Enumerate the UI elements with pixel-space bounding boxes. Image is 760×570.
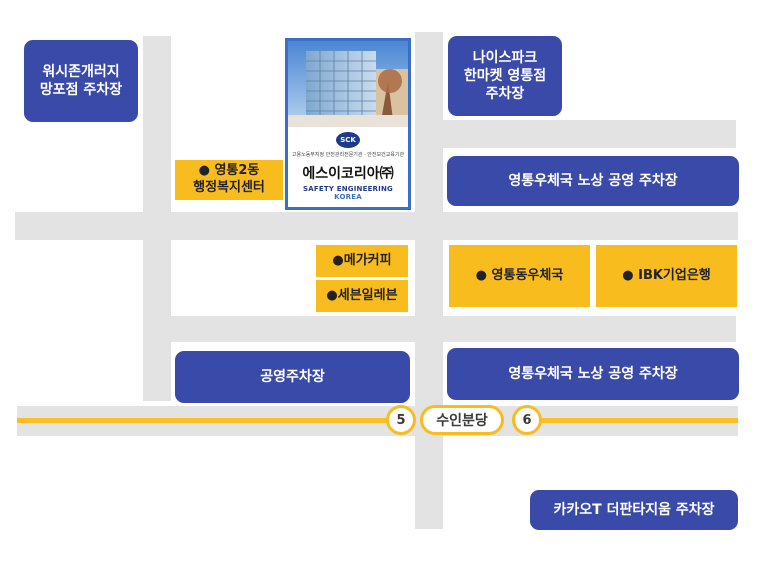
road-vertical-right — [415, 32, 443, 529]
company-name-english: SAFETY ENGINEERING KOREA — [288, 185, 408, 201]
company-name-korean: 에스이코리아㈜ — [302, 166, 394, 182]
building-photo — [288, 41, 408, 127]
parking-kakao: 카카오T 더판타지움 주차장 — [530, 490, 738, 530]
landmark-post-office: ● 영통동우체국 — [449, 245, 590, 307]
company-logo-area: SCK 고용노동부지정 안전관리전문기관 · 안전보건교육기관 에스이코리아㈜ … — [288, 129, 408, 207]
parking-nice-spa: 나이스파크 한마켓 영통점 주차장 — [448, 36, 562, 116]
subway-station-label: 수인분당 — [420, 405, 504, 435]
landmark-community-center: ● 영통2동 행정복지센터 — [175, 160, 283, 200]
road-horizontal-main — [15, 212, 738, 240]
landmark-seven-eleven: ●세븐일레븐 — [316, 280, 408, 312]
parking-public: 공영주차장 — [175, 351, 410, 403]
parking-post-office-south: 영통우체국 노상 공영 주차장 — [447, 348, 739, 400]
subway-line-right — [540, 418, 738, 423]
subway-exit-6: 6 — [512, 405, 542, 435]
subway-line-left — [17, 418, 389, 423]
road-horizontal-middle — [171, 316, 736, 342]
company-name-english-main: SAFETY ENGINEERING — [303, 185, 393, 193]
company-building-card: SCK 고용노동부지정 안전관리전문기관 · 안전보건교육기관 에스이코리아㈜ … — [285, 38, 411, 210]
road-horizontal-upper-right — [443, 120, 736, 148]
landmark-mega-coffee: ●메가커피 — [316, 245, 408, 277]
landmark-ibk-bank: ● IBK기업은행 — [596, 245, 737, 307]
company-subtitle: 고용노동부지정 안전관리전문기관 · 안전보건교육기관 — [291, 152, 405, 158]
parking-post-office-north: 영통우체국 노상 공영 주차장 — [447, 156, 739, 206]
company-name-english-accent: KOREA — [334, 193, 362, 201]
subway-exit-5: 5 — [386, 405, 416, 435]
parking-wash-zone: 워시존개러지 망포점 주차장 — [24, 40, 138, 122]
company-logo: SCK — [336, 132, 360, 148]
